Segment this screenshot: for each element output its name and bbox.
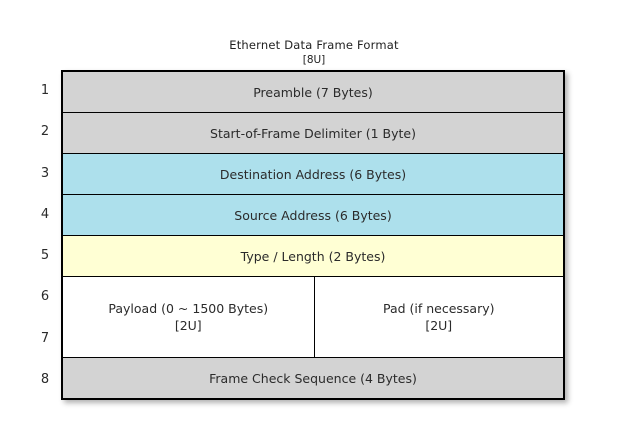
row-number-8: 8: [40, 371, 50, 387]
frame-field-pad: Pad (if necessary) [2U]: [315, 277, 564, 357]
frame-field-destination-address-label: Destination Address (6 Bytes): [219, 166, 407, 182]
frame-field-start-of-frame-delimiter: Start-of-Frame Delimiter (1 Byte): [63, 113, 563, 154]
frame-field-payload-sublabel: [2U]: [174, 318, 202, 333]
row-number-1: 1: [40, 83, 50, 99]
frame-field-destination-address: Destination Address (6 Bytes): [63, 154, 563, 195]
row-number-gutter: 1 2 3 4 5 6 7 8: [33, 70, 57, 400]
frame-field-type-length: Type / Length (2 Bytes): [63, 236, 563, 277]
row-number-2: 2: [40, 124, 50, 140]
frame-field-preamble: Preamble (7 Bytes): [63, 72, 563, 113]
diagram-title-subtitle: [8U]: [302, 54, 326, 66]
frame-field-type-length-label: Type / Length (2 Bytes): [240, 248, 386, 264]
frame-field-source-address-label: Source Address (6 Bytes): [234, 207, 392, 223]
frame-field-payload-pad-row: Payload (0 ~ 1500 Bytes) [2U] Pad (if ne…: [63, 277, 563, 358]
frame-field-preamble-label: Preamble (7 Bytes): [253, 84, 373, 100]
frame-field-frame-check-sequence: Frame Check Sequence (4 Bytes): [63, 358, 563, 398]
frame-field-start-of-frame-delimiter-label: Start-of-Frame Delimiter (1 Byte): [210, 125, 416, 141]
diagram-title: Ethernet Data Frame Format [8U]: [0, 38, 628, 67]
row-number-7: 7: [40, 330, 50, 346]
frame-field-frame-check-sequence-label: Frame Check Sequence (4 Bytes): [209, 370, 417, 386]
row-number-3: 3: [40, 165, 50, 181]
row-number-4: 4: [40, 206, 50, 222]
frame-field-table: Preamble (7 Bytes) Start-of-Frame Delimi…: [61, 70, 565, 400]
frame-field-source-address: Source Address (6 Bytes): [63, 195, 563, 236]
frame-field-payload: Payload (0 ~ 1500 Bytes) [2U]: [63, 277, 315, 357]
frame-field-pad-label: Pad (if necessary): [382, 301, 495, 316]
row-number-5: 5: [40, 248, 50, 264]
frame-field-pad-sublabel: [2U]: [425, 318, 453, 333]
diagram-title-main: Ethernet Data Frame Format: [229, 38, 399, 52]
frame-field-payload-label: Payload (0 ~ 1500 Bytes): [108, 301, 269, 316]
row-number-6: 6: [40, 289, 50, 305]
